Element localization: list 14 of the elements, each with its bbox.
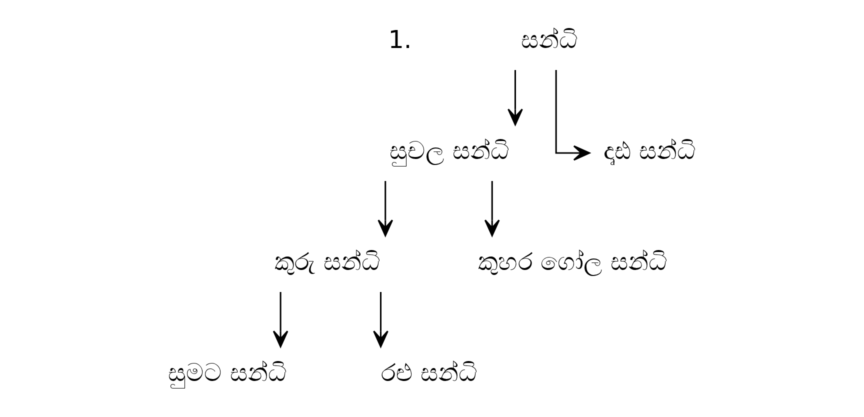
arrow [484, 181, 500, 236]
arrow [272, 292, 288, 348]
node-text: සන්ධි [521, 24, 578, 54]
node-text: කුහර ගෝල සන්ධි [478, 246, 668, 276]
node-text: රළු සන්ධි [380, 358, 478, 387]
node-text: කුරු සන්ධි [274, 246, 380, 276]
label: 1. [388, 24, 412, 54]
node-text: සුමට සන්ධි [168, 358, 287, 387]
arrow [373, 292, 388, 348]
arrow [508, 70, 523, 126]
arrow [555, 70, 590, 161]
arrow [378, 181, 394, 236]
node-text: දෘඪ සන්ධි [603, 136, 696, 165]
node-text: සුචල සන්ධි [389, 136, 510, 165]
